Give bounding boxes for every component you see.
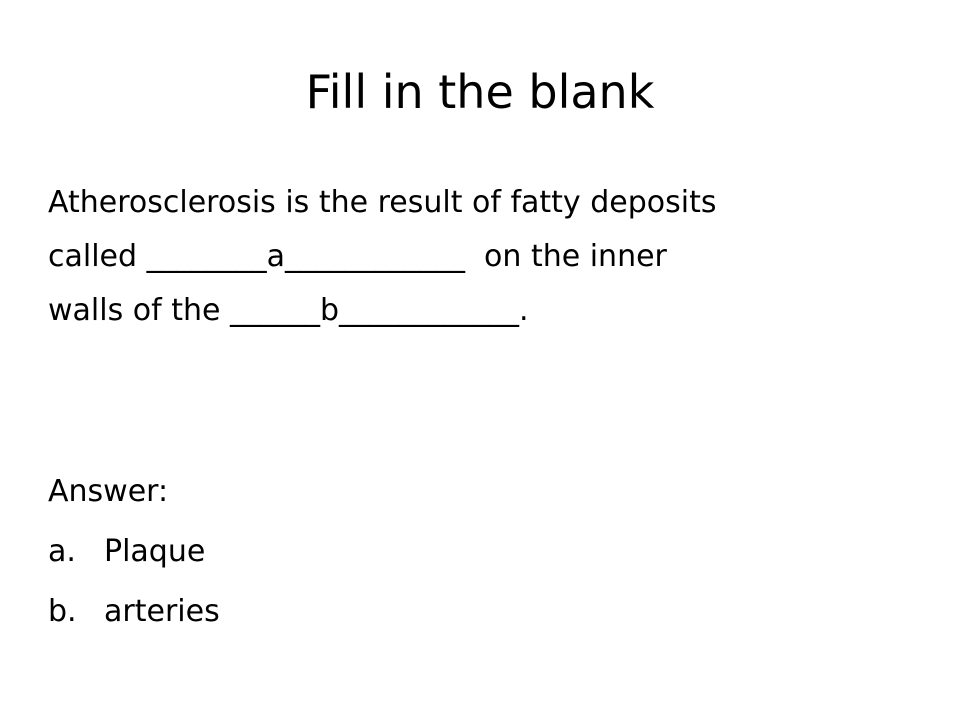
question-line: Atherosclerosis is the result of fatty d… [48,185,717,220]
answer-marker: a. [48,534,76,569]
answer-marker: b. [48,594,77,629]
question-line: walls of the ______b____________. [48,293,529,328]
answer-list: a. Plaque b. arteries [48,525,220,645]
question-line: called ________a____________ on the inne… [48,239,667,274]
answer-item: a. Plaque [48,525,220,585]
answer-text: Plaque [104,534,206,569]
slide-title: Fill in the blank [305,65,655,119]
answer-text: arteries [104,594,220,629]
question-text: Atherosclerosis is the result of fatty d… [48,176,928,338]
answer-label: Answer: [48,474,169,509]
answer-item: b. arteries [48,585,220,645]
